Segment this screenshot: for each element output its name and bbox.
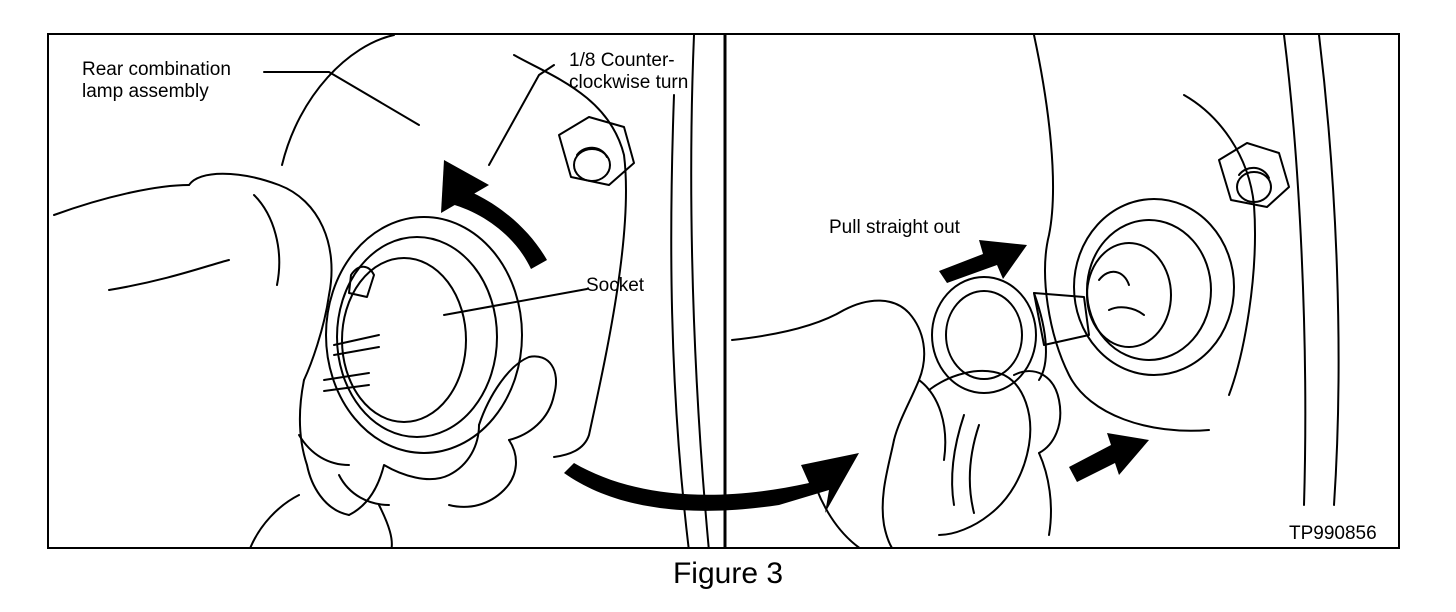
counterclockwise-arrow-icon — [447, 185, 547, 269]
rear-lamp-label-line2: lamp assembly — [82, 81, 209, 102]
hex-bolt-icon — [558, 116, 635, 186]
pull-arrow-icon — [939, 240, 1027, 283]
rear-lamp-label-line1: Rear combination — [82, 59, 231, 80]
turn-label-line1: 1/8 Counter- — [569, 50, 675, 71]
right-hand — [731, 299, 1062, 547]
illustration-frame: Rear combination lamp assembly 1/8 Count… — [47, 33, 1400, 549]
lamp-removal-illustration — [53, 35, 1340, 547]
left-panel — [53, 35, 859, 547]
right-panel — [731, 35, 1340, 547]
transition-arrow-icon — [564, 453, 859, 513]
pull-straight-out-label: Pull straight out — [829, 217, 960, 238]
socket-label: Socket — [586, 275, 645, 296]
hex-bolt-icon — [1218, 142, 1290, 208]
figure-code: TP990856 — [1289, 523, 1377, 544]
pull-arrow-icon — [1069, 433, 1149, 482]
turn-label-line2: clockwise turn — [569, 72, 689, 93]
left-hand — [53, 172, 557, 547]
figure-caption: Figure 3 — [672, 557, 784, 590]
